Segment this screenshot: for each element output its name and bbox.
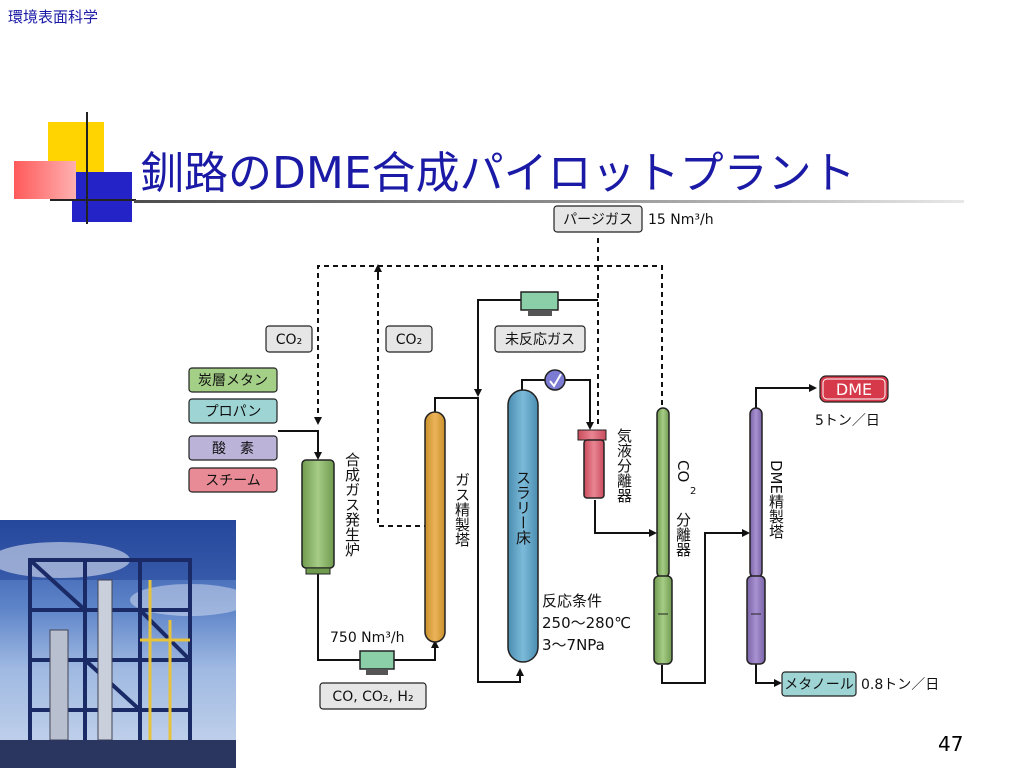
dme-purifier-label: DME精製塔 bbox=[767, 460, 785, 539]
gas-generator-vessel bbox=[301, 459, 335, 575]
gas-purifier-vessel bbox=[424, 411, 446, 643]
feed-line bbox=[278, 430, 322, 460]
syngas-line bbox=[317, 572, 360, 661]
feed-propane-label: プロパン bbox=[205, 404, 262, 420]
co2-separator-label-b: 分離器 bbox=[674, 512, 692, 557]
methanol-box bbox=[781, 671, 857, 697]
reaction-condition-title: 反応条件 bbox=[542, 592, 602, 610]
co2-separator-subscript: 2 bbox=[690, 486, 696, 497]
decor-red-square bbox=[14, 161, 76, 199]
compressor-recycle bbox=[520, 291, 559, 316]
feed-box-methane bbox=[188, 367, 278, 393]
purge-gas-label: パージガス bbox=[563, 212, 633, 228]
co2-box-1 bbox=[265, 325, 313, 353]
feed-box-oxygen bbox=[188, 435, 278, 461]
plant-photo bbox=[0, 520, 236, 768]
decor-horizontal-line bbox=[50, 199, 136, 201]
feed-box-propane bbox=[188, 398, 278, 424]
methanol-label: メタノール bbox=[784, 677, 854, 693]
dme-product-box bbox=[819, 375, 889, 403]
decor-blue-square bbox=[72, 172, 132, 222]
decor-vertical-line bbox=[86, 112, 88, 224]
unreacted-gas-box bbox=[494, 325, 586, 353]
feed-steam-label: スチーム bbox=[205, 473, 261, 489]
co2-box-2 bbox=[385, 325, 433, 353]
purge-line-co2sep bbox=[598, 265, 663, 410]
unreacted-gas-label: 未反応ガス bbox=[505, 332, 575, 348]
co2-label-1: CO₂ bbox=[276, 332, 302, 348]
co2-recycle-line-2 bbox=[377, 266, 428, 527]
feed-oxygen-label: 酸 素 bbox=[212, 441, 254, 457]
co2-recycle-line-1 bbox=[314, 238, 599, 425]
dme-line bbox=[755, 384, 817, 410]
co2-label-2: CO₂ bbox=[396, 332, 422, 348]
dme-product-label: DME bbox=[836, 380, 872, 399]
dme-rate-label: 5トン／日 bbox=[815, 413, 880, 429]
liquid-line bbox=[594, 500, 657, 537]
co2-separator-vessel bbox=[653, 407, 673, 665]
slurry-bed-vessel bbox=[507, 389, 539, 663]
reaction-condition-pressure: 3〜7NPa bbox=[542, 636, 605, 654]
gas-purifier-label: ガス精製塔 bbox=[453, 472, 471, 547]
co2-separator-label-a: CO bbox=[674, 460, 692, 482]
purified-gas-line bbox=[434, 397, 524, 683]
heat-exchanger-icon bbox=[544, 369, 566, 391]
methanol-rate-label: 0.8トン／日 bbox=[861, 677, 939, 693]
reactor-outlet-line bbox=[521, 379, 545, 392]
syngas-line-2 bbox=[394, 640, 439, 661]
separator-label: 気液分離器 bbox=[615, 428, 633, 503]
page-number: 47 bbox=[938, 732, 964, 756]
syngas-label: CO, CO₂, H₂ bbox=[332, 689, 413, 705]
compressor-syngas bbox=[359, 650, 395, 675]
methanol-line bbox=[755, 663, 782, 687]
reactor-outlet-line-2 bbox=[565, 379, 594, 430]
feed-box-steam bbox=[188, 467, 278, 493]
gas-generator-label: 合成ガス発生炉 bbox=[343, 452, 361, 557]
syngas-box bbox=[319, 682, 427, 710]
reaction-condition-temp: 250〜280℃ bbox=[542, 614, 631, 632]
page-title: 釧路のDME合成パイロットプラント bbox=[140, 148, 856, 199]
purge-flow-label: 15 Nm³/h bbox=[648, 212, 714, 228]
co2sep-bottom-line bbox=[661, 529, 750, 684]
syngas-flow-label: 750 Nm³/h bbox=[330, 630, 404, 646]
course-label: 環境表面科学 bbox=[8, 8, 99, 26]
dme-purifier-vessel bbox=[746, 407, 766, 665]
purge-gas-box bbox=[553, 205, 643, 233]
gas-liquid-separator-vessel bbox=[577, 429, 607, 499]
slurry-bed-label: スラリー床 bbox=[514, 470, 532, 545]
feed-methane-label: 炭層メタン bbox=[198, 373, 268, 389]
recycle-loop-2 bbox=[474, 299, 521, 397]
title-divider bbox=[134, 200, 964, 203]
